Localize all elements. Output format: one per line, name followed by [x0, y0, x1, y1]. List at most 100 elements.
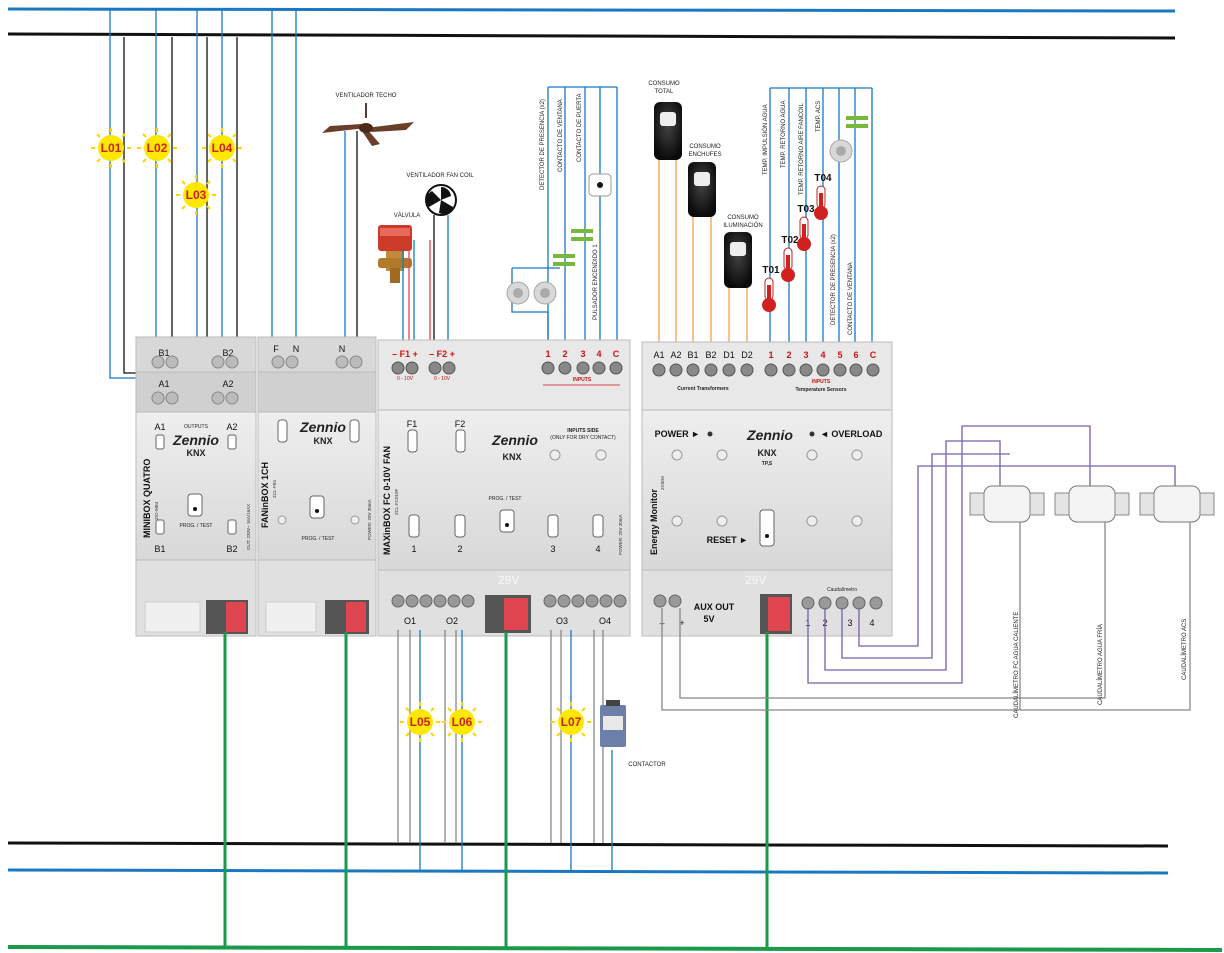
ct-enchufes: CONSUMO ENCHUFES — [688, 144, 722, 217]
lamp-l06: L06 — [442, 702, 482, 742]
lamp-l01-label: L01 — [101, 141, 122, 155]
maxin-inputs-side-note: (ONLY FOR DRY CONTACT) — [550, 435, 616, 441]
em-29v: 29V — [745, 573, 766, 587]
t04-label: T04 — [814, 173, 832, 184]
lamp-l06-label: L06 — [452, 715, 473, 729]
maxin-out-o3: O3 — [556, 616, 568, 626]
ct-total-label1: CONSUMO — [648, 81, 680, 87]
ct-iluminacion: CONSUMO ILUMINACIÓN — [723, 215, 763, 288]
lamp-l03-label: L03 — [186, 188, 207, 202]
maxin-knx: KNX — [502, 452, 521, 462]
minibox-term-a1: A1 — [158, 379, 169, 389]
em-inputs-label: INPUTS — [812, 379, 831, 385]
lamp-l02: L02 — [137, 128, 177, 168]
t01-label: T01 — [762, 265, 780, 276]
minibox-brand: Zennio — [172, 432, 219, 448]
em-term-b2: B2 — [705, 350, 716, 360]
em-term-d1: D1 — [723, 350, 735, 360]
em-term-b1: B1 — [687, 350, 698, 360]
lamp-l07-label: L07 — [561, 715, 582, 729]
rail-blue-top — [7, 7, 1176, 13]
temp-sensor-t01: T01 — [762, 265, 780, 312]
label-contacto-ventana: CONTACTO DE VENTANA — [558, 99, 564, 172]
ct-wires — [658, 158, 748, 345]
maxin-range-1: 0 - 10V — [397, 376, 414, 382]
em-in-4: 4 — [820, 350, 825, 360]
em-in-3: 3 — [803, 350, 808, 360]
ceiling-fan: VENTILADOR TECHO — [322, 93, 414, 345]
minibox-spec: OUT: 230V~ 16A/16AX — [246, 504, 251, 550]
fan-coil: VENTILADOR FAN COIL — [406, 173, 474, 345]
maxin-in-1: 1 — [545, 349, 550, 359]
maxin-input-wires — [511, 86, 618, 345]
flowmeter-wires — [661, 425, 1191, 711]
fanin-prog: PROG. / TEST — [302, 536, 335, 542]
maxin-range-2: 0 - 10V — [434, 376, 451, 382]
label-contacto-ventana-2: CONTACTO DE VENTANA — [848, 262, 854, 335]
maxin-in-c: C — [613, 349, 620, 359]
maxin-29v: 29V — [498, 573, 519, 587]
maxin-term-f2: – F2 + — [429, 349, 455, 359]
minibox-face-a2: A2 — [226, 422, 237, 432]
maxin-in-3: 3 — [580, 349, 585, 359]
flowmeter-fc: CAUDALÍMETRO FC AGUA CALIENTE — [969, 485, 1045, 718]
caudal-acs-label: CAUDALÍMETRO ACS — [1181, 619, 1188, 680]
caudal-fc-label: CAUDALÍMETRO FC AGUA CALIENTE — [1013, 612, 1020, 718]
label-detector-presencia-2: DETECTOR DE PRESENCIA (x2) — [831, 234, 837, 325]
maxin-inputs-label: INPUTS — [573, 377, 592, 383]
maxin-term-f1: – F1 + — [392, 349, 418, 359]
em-caudalimetro: Caudalímetro — [827, 587, 857, 593]
em-term-d2: D2 — [741, 350, 753, 360]
ceiling-fan-label: VENTILADOR TECHO — [336, 93, 397, 99]
em-window-contact — [846, 116, 868, 128]
em-caud-4: 4 — [869, 618, 874, 628]
lamp-l05-label: L05 — [410, 715, 431, 729]
em-reset-label: RESET ► — [707, 535, 748, 545]
em-knx-tps: TP,S — [762, 461, 773, 467]
lamp-l07: L07 — [551, 702, 591, 742]
em-term-a2: A2 — [670, 350, 681, 360]
temp-sensor-t04: T04 — [814, 173, 832, 220]
fanin-spec: POWER: 29V 30mA — [367, 499, 372, 540]
label-temp-acs: TEMP. ACS — [816, 101, 822, 132]
lamp-l01: L01 — [91, 128, 131, 168]
caudal-fria-label: CAUDALÍMETRO AGUA FRÍA — [1097, 624, 1104, 705]
fan-coil-label: VENTILADOR FAN COIL — [406, 173, 474, 179]
maxin-prog: PROG. / TEST — [489, 496, 522, 502]
ct-ilum-label2: ILUMINACIÓN — [723, 222, 762, 229]
em-temp-label: Temperature Sensors — [795, 387, 846, 393]
label-temp-retorno-aire: TEMP. RETORNO AIRE FANCOIL — [799, 103, 805, 195]
window-contact-symbol — [553, 254, 575, 266]
em-aux-out: AUX OUT — [694, 602, 735, 612]
lamp-l03: L03 — [176, 175, 216, 215]
em-name: Energy Monitor — [649, 489, 659, 555]
maxin-btn-3: 3 — [550, 544, 555, 554]
ct-total: CONSUMO TOTAL — [648, 81, 682, 160]
t02-label: T02 — [781, 235, 799, 246]
contactor-label: CONTACTOR — [628, 762, 666, 768]
maxin-btn-2: 2 — [457, 544, 462, 554]
em-brand: Zennio — [746, 427, 793, 443]
flowmeter-acs: CAUDALÍMETRO ACS — [1139, 485, 1215, 680]
label-temp-impulsion: TEMP. IMPULSIÓN AGUA — [762, 104, 769, 175]
device-minibox-quatro: B1 B2 A1 A2 A1 A2 OUTPUTS Zennio KNX PRO… — [135, 336, 257, 637]
minibox-knx: KNX — [186, 448, 205, 458]
em-plus: + — [679, 618, 684, 628]
label-detector-presencia: DETECTOR DE PRESENCIA (x2) — [540, 99, 546, 190]
minibox-term-b1: B1 — [158, 348, 169, 358]
fanin-code: ZCL-FB1 — [272, 479, 277, 498]
lamp-l04: L04 — [202, 128, 242, 168]
ct-enchufes-label1: CONSUMO — [689, 144, 721, 150]
maxin-btn-1: 1 — [411, 544, 416, 554]
t03-label: T03 — [797, 204, 815, 215]
minibox-outputs: OUTPUTS — [184, 424, 209, 430]
em-in-1: 1 — [768, 350, 773, 360]
em-ct-label: Current Transformers — [677, 386, 729, 392]
minibox-face-b2: B2 — [226, 544, 237, 554]
maxin-face-f2: F2 — [455, 419, 466, 429]
em-caud-3: 3 — [847, 618, 852, 628]
bus-drops — [223, 632, 769, 948]
maxin-out-o4: O4 — [599, 616, 611, 626]
rail-green-bus — [7, 945, 1223, 952]
